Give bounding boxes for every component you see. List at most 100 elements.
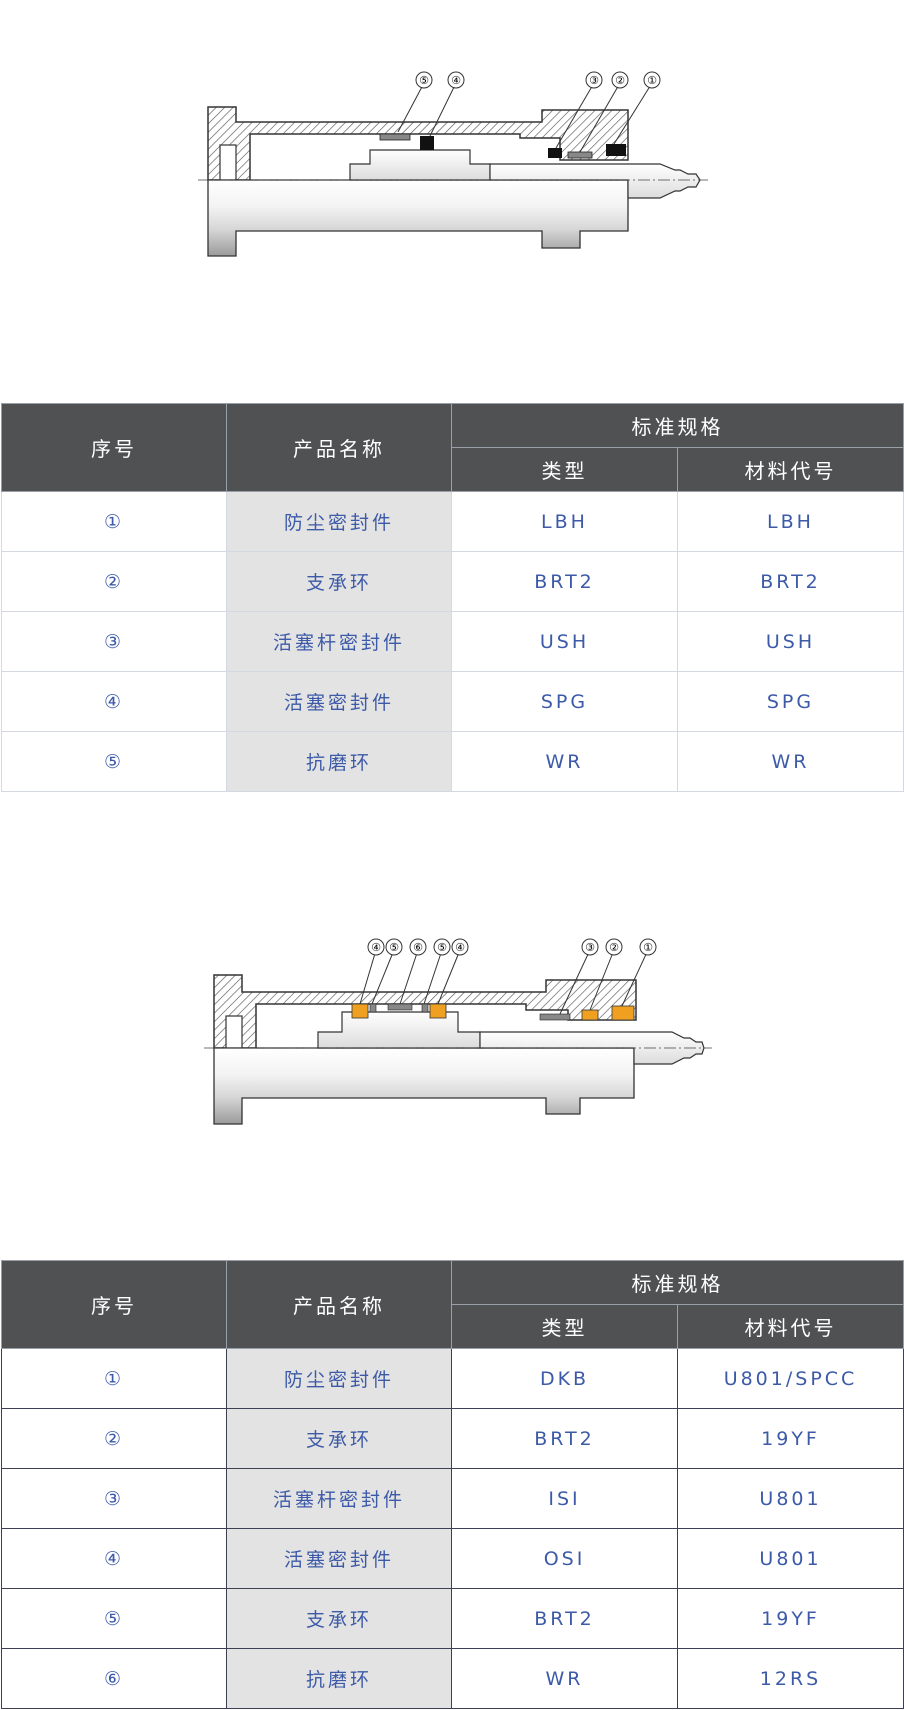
support-ring xyxy=(567,151,593,159)
header-material: 材料代号 xyxy=(677,1304,904,1349)
piston-seal-right xyxy=(429,1003,447,1019)
cell-material: 19YF xyxy=(677,1588,904,1649)
cell-type: WR xyxy=(451,731,678,792)
cell-material: WR xyxy=(677,731,904,792)
cell-material: LBH xyxy=(677,491,904,552)
wiper-seal xyxy=(606,144,626,156)
seal-spec-table-1: 序号 产品名称 标准规格 类型 材料代号 ① 防尘密封件 LBH LBH ② 支… xyxy=(1,403,904,792)
table-row: ② 支承环 BRT2 19YF xyxy=(1,1408,904,1469)
cell-type: SPG xyxy=(451,671,678,732)
cell-index: ③ xyxy=(1,611,227,672)
cell-name: 活塞杆密封件 xyxy=(226,1468,452,1529)
callout-label: ⑤ xyxy=(437,941,447,954)
wiper-seal xyxy=(611,1005,635,1021)
callout-label: ① xyxy=(643,941,653,954)
cell-material: U801 xyxy=(677,1528,904,1589)
header-type: 类型 xyxy=(451,1304,678,1349)
table-row: ③ 活塞杆密封件 USH USH xyxy=(1,611,904,672)
table-row: ⑤ 抗磨环 WR WR xyxy=(1,731,904,792)
cell-index: ① xyxy=(1,491,227,552)
table-row: ⑤ 支承环 BRT2 19YF xyxy=(1,1588,904,1649)
cell-type: DKB xyxy=(451,1348,678,1409)
header-type: 类型 xyxy=(451,447,678,492)
callout-label: ④ xyxy=(451,74,461,87)
header-standard-spec: 标准规格 xyxy=(451,1260,904,1305)
cylinder-section-diagram-1: ⑤ ④ ③ ② ① xyxy=(0,60,904,270)
cell-material: U801 xyxy=(677,1468,904,1529)
piston xyxy=(317,1011,481,1049)
header-standard-spec: 标准规格 xyxy=(451,403,904,448)
cell-type: WR xyxy=(451,1648,678,1709)
callout-label: ② xyxy=(615,74,625,87)
cell-type: BRT2 xyxy=(451,551,678,612)
piston xyxy=(349,149,491,181)
table-row: ⑥ 抗磨环 WR 12RS xyxy=(1,1648,904,1709)
callout-label: ③ xyxy=(585,941,595,954)
cell-index: ⑥ xyxy=(1,1648,227,1709)
cell-index: ① xyxy=(1,1348,227,1409)
header-index: 序号 xyxy=(1,1260,227,1349)
cell-name: 抗磨环 xyxy=(226,1648,452,1709)
table-row: ④ 活塞密封件 SPG SPG xyxy=(1,671,904,732)
piston-rod xyxy=(489,163,701,199)
cylinder-barrel xyxy=(213,1047,635,1125)
cell-type: OSI xyxy=(451,1528,678,1589)
piston-seal-left xyxy=(351,1003,369,1019)
table-row: ① 防尘密封件 DKB U801/SPCC xyxy=(1,1348,904,1409)
table-row: ① 防尘密封件 LBH LBH xyxy=(1,491,904,552)
cell-index: ⑤ xyxy=(1,731,227,792)
cell-index: ② xyxy=(1,1408,227,1469)
cell-material: BRT2 xyxy=(677,551,904,612)
cell-index: ④ xyxy=(1,671,227,732)
wear-ring xyxy=(387,1003,413,1011)
cell-material: U801/SPCC xyxy=(677,1348,904,1409)
callout-label: ④ xyxy=(455,941,465,954)
cell-name: 支承环 xyxy=(226,1588,452,1649)
cell-material: SPG xyxy=(677,671,904,732)
callout-label: ⑤ xyxy=(389,941,399,954)
header-product-name: 产品名称 xyxy=(226,403,452,492)
table-row: ③ 活塞杆密封件 ISI U801 xyxy=(1,1468,904,1529)
cell-name: 活塞密封件 xyxy=(226,1528,452,1589)
cell-name: 支承环 xyxy=(226,551,452,612)
callout-label: ② xyxy=(609,941,619,954)
callout-label: ⑤ xyxy=(419,74,429,87)
cell-name: 支承环 xyxy=(226,1408,452,1469)
callouts-1: ⑤ ④ ③ ② ① xyxy=(415,71,661,89)
cell-type: BRT2 xyxy=(451,1408,678,1469)
seal-spec-table-2: 序号 产品名称 标准规格 类型 材料代号 ① 防尘密封件 DKB U801/SP… xyxy=(1,1260,904,1709)
cylinder-section-diagram-2: ④ ⑤ ⑥ ⑤ ④ ③ ② ① xyxy=(0,930,904,1140)
support-ring-right xyxy=(421,1003,429,1013)
cell-material: USH xyxy=(677,611,904,672)
callouts-2: ④ ⑤ ⑥ ⑤ ④ ③ ② ① xyxy=(367,938,657,956)
cell-material: 12RS xyxy=(677,1648,904,1709)
cell-material: 19YF xyxy=(677,1408,904,1469)
header-index: 序号 xyxy=(1,403,227,492)
header-material: 材料代号 xyxy=(677,447,904,492)
header-product-name: 产品名称 xyxy=(226,1260,452,1349)
piston-seal xyxy=(420,136,434,150)
callout-label: ① xyxy=(647,74,657,87)
callout-label: ⑥ xyxy=(413,941,423,954)
cell-name: 抗磨环 xyxy=(226,731,452,792)
cell-index: ④ xyxy=(1,1528,227,1589)
cell-index: ⑤ xyxy=(1,1588,227,1649)
cell-name: 活塞密封件 xyxy=(226,671,452,732)
callout-label: ④ xyxy=(371,941,381,954)
table-row: ④ 活塞密封件 OSI U801 xyxy=(1,1528,904,1589)
cell-type: LBH xyxy=(451,491,678,552)
wear-ring xyxy=(379,133,411,141)
rod-support-ring xyxy=(539,1013,571,1021)
cell-index: ② xyxy=(1,551,227,612)
cell-name: 防尘密封件 xyxy=(226,1348,452,1409)
cell-type: ISI xyxy=(451,1468,678,1529)
support-ring-left xyxy=(369,1003,377,1013)
table-row: ② 支承环 BRT2 BRT2 xyxy=(1,551,904,612)
rod-seal xyxy=(581,1009,599,1021)
cell-type: BRT2 xyxy=(451,1588,678,1649)
callout-label: ③ xyxy=(589,74,599,87)
cell-name: 防尘密封件 xyxy=(226,491,452,552)
rod-seal xyxy=(548,148,562,158)
cell-name: 活塞杆密封件 xyxy=(226,611,452,672)
cell-index: ③ xyxy=(1,1468,227,1529)
